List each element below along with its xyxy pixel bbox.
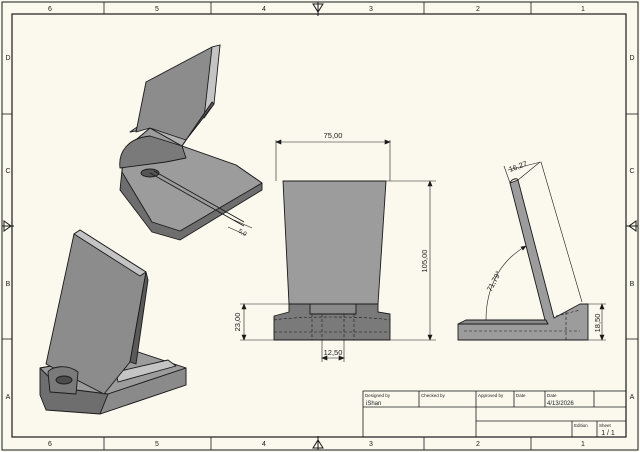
zone-number-top-1: 1 [581,6,585,13]
designer-name: iShan [366,401,381,407]
checked-by-label: Checked by [421,393,446,398]
zone-number-bottom-4: 4 [262,441,266,448]
zone-number-bottom-6: 6 [48,441,52,448]
zone-number-top-3: 3 [369,6,373,13]
dimension-slot-width: 12,50 [324,348,343,357]
dimension-thickness: 16,27 [508,159,529,174]
side-view [457,178,589,341]
side-dimension-lines [485,161,606,341]
dimension-width-top: 75,00 [324,131,343,140]
zone-number-bottom-2: 2 [476,441,480,448]
drawing-date: 4/13/2026 [547,401,574,407]
zone-letter-right-c: C [629,168,634,175]
zone-letter-right-d: D [629,55,634,62]
zone-number-top-4: 4 [262,6,266,13]
zone-number-top-2: 2 [476,6,480,13]
zone-letter-right-b: B [630,281,635,288]
zone-number-bottom-5: 5 [155,441,159,448]
date-label-main: Date [547,393,557,398]
front-view [273,180,391,341]
front-dimension-lines [240,139,436,362]
sheet-label: Sheet [599,423,612,428]
iso-small-dimension: 5,0 [237,229,248,239]
zone-number-bottom-3: 3 [369,441,373,448]
dimension-height-total: 105,00 [420,250,429,273]
date-label-approved: Date [516,393,526,398]
zone-letter-left-d: D [5,55,10,62]
approved-by-label: Approved by [478,393,504,398]
designed-by-label: Designed by [365,393,391,398]
zone-letter-left-a: A [6,394,11,401]
zone-letter-right-a: A [630,394,635,401]
dimension-angle: 71,79° [485,269,503,292]
dimension-side-base-height: 18,50 [593,314,602,333]
zone-letter-left-c: C [5,168,10,175]
isometric-view-top [119,44,263,241]
title-block [362,390,627,438]
sheet-number: 1 / 1 [601,430,615,437]
edition-label: Edition [574,423,588,428]
isometric-view-bottom [39,229,187,415]
zone-number-top-5: 5 [155,6,159,13]
zone-number-bottom-1: 1 [581,441,585,448]
dimension-base-height: 23,00 [233,313,242,332]
zone-number-top-6: 6 [48,6,52,13]
zone-letter-left-b: B [6,281,11,288]
